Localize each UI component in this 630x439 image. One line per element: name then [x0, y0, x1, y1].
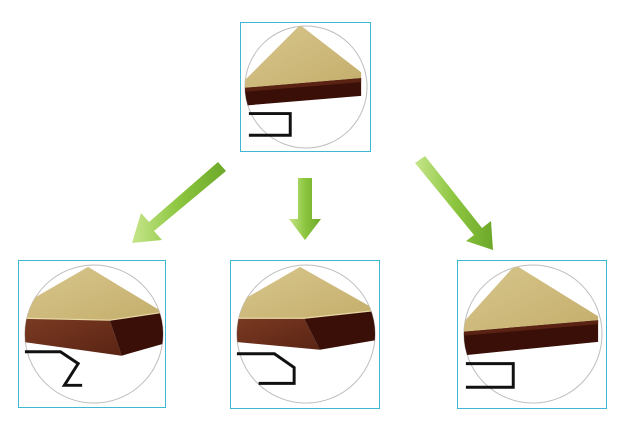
variant-center-board-panel	[230, 260, 380, 409]
beveled-edge-profile	[24, 350, 83, 387]
beveled-edge-board-illustration	[24, 264, 164, 404]
variant-right-board-panel	[457, 260, 607, 409]
arrow-down-icon	[289, 178, 321, 240]
board-top-surface	[244, 25, 362, 88]
square-edge-profile	[465, 362, 515, 389]
square-edge-profile	[248, 112, 292, 137]
beveled-edge-board-illustration	[236, 264, 376, 404]
square-edge-board-illustration	[244, 25, 368, 149]
arrow-down-right-icon	[415, 156, 493, 250]
board-top-surface	[24, 266, 164, 321]
beveled-edge-profile	[236, 352, 296, 385]
source-board-panel	[240, 22, 371, 152]
board-bevel-face	[24, 318, 122, 356]
variant-left-board-panel	[18, 260, 166, 408]
board-bevel-face	[236, 318, 320, 350]
arrow-down-left-icon	[132, 162, 226, 243]
board-top-surface	[463, 264, 599, 333]
board-edge	[304, 310, 376, 350]
board-edge	[109, 312, 164, 356]
square-edge-board-illustration	[463, 264, 603, 404]
board-edge	[244, 78, 362, 106]
board-top-surface	[236, 266, 376, 319]
